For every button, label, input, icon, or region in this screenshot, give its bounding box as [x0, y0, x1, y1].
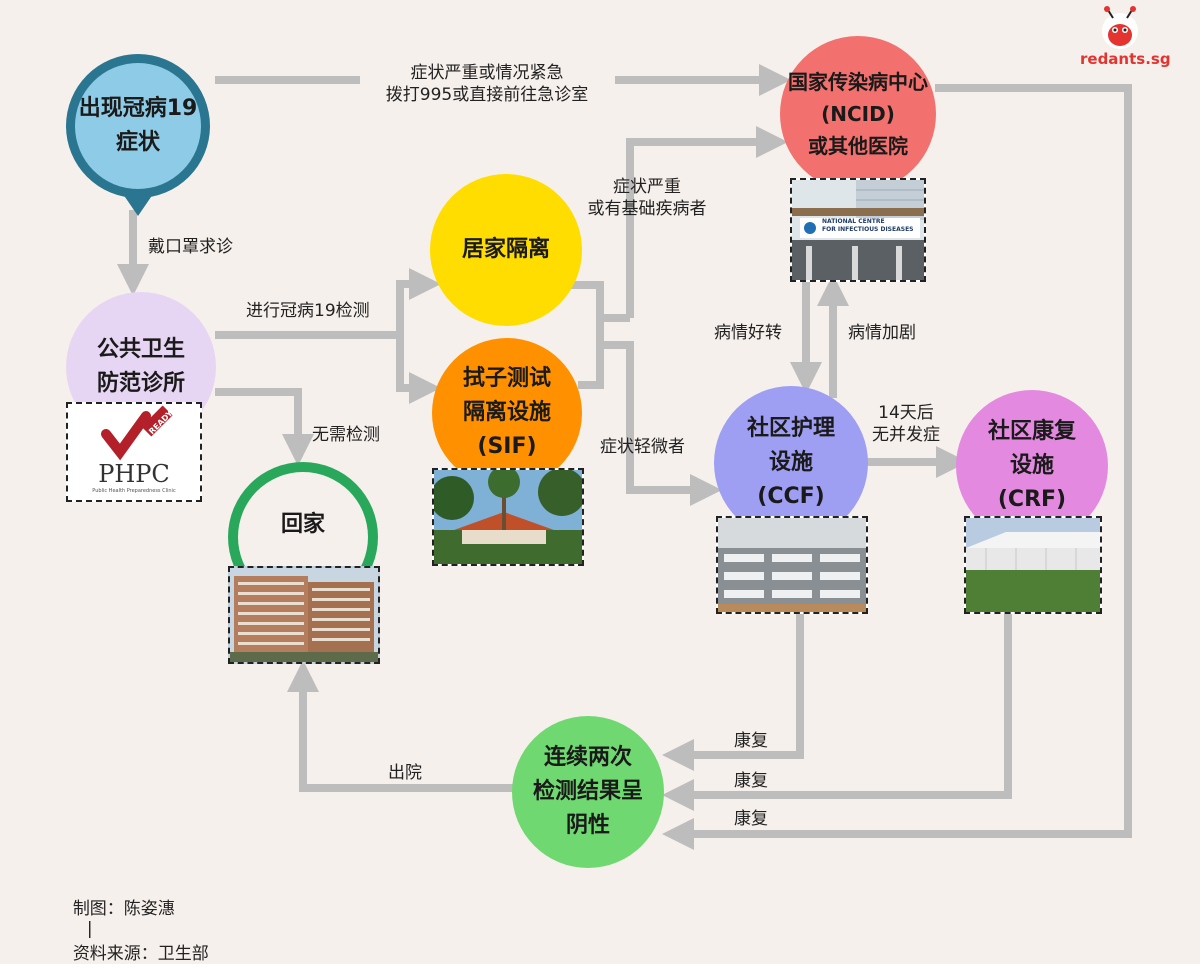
arrow-hq-merge — [570, 281, 630, 322]
arrow-to-home-quarantine — [396, 268, 441, 335]
symptoms-line2: 症状 — [115, 130, 160, 155]
label-after14: 14天后 无并发症 — [862, 402, 950, 446]
clinic-line1: 公共卫生 — [96, 337, 185, 362]
negative-line3: 阴性 — [565, 813, 610, 838]
crf-line2: 设施 — [1009, 453, 1054, 478]
symptoms-node: 出现冠病19 症状 — [68, 56, 208, 196]
hall-illustration — [718, 518, 866, 612]
arrow-to-ncid — [626, 126, 788, 318]
arrow-to-sif — [396, 335, 441, 404]
label-emergency-line1: 症状严重或情况紧急 — [410, 63, 564, 83]
crf-photo — [964, 516, 1102, 614]
footer-separator: | — [86, 919, 93, 939]
sif-line2: 隔离设施 — [462, 400, 551, 425]
arrow-no-test — [215, 388, 314, 466]
sif-line1: 拭子测试 — [462, 366, 551, 391]
footer-credits: 制图：陈姿潓 | 资料来源：卫生部 — [62, 874, 209, 964]
flow-arrows — [117, 64, 1132, 850]
label-discharged: 出院 — [388, 763, 422, 783]
arrow-sif-merge — [578, 318, 604, 389]
label-severe: 症状严重 或有基础疾病者 — [576, 176, 718, 220]
sif-line3: (SIF) — [477, 434, 537, 459]
ccf-line1: 社区护理 — [746, 416, 835, 441]
label-mask: 戴口罩求诊 — [148, 237, 233, 257]
arrow-recovered-crf — [662, 614, 1012, 811]
redants-logo: redants.sg — [1080, 6, 1171, 72]
label-improving: 病情好转 — [714, 323, 782, 343]
label-worsening: 病情加剧 — [848, 323, 916, 343]
arrow-discharged — [287, 660, 515, 792]
label-emergency-line2: 拨打995或直接前往急诊室 — [385, 85, 589, 105]
sif-node: 拭子测试 隔离设施 (SIF) — [432, 338, 582, 488]
negative-line2: 检测结果呈 — [532, 779, 643, 804]
label-recovered-ccf: 康复 — [734, 731, 768, 751]
footer-chart-by: 制图：陈姿潓 — [72, 899, 175, 919]
negative-results-node: 连续两次 检测结果呈 阴性 — [512, 716, 664, 868]
resort-illustration — [434, 470, 582, 564]
label-severe-line1: 症状严重 — [613, 177, 681, 197]
label-test: 进行冠病19检测 — [246, 301, 370, 321]
ccf-node: 社区护理 设施 (CCF) — [714, 386, 868, 540]
clinic-line2: 防范诊所 — [96, 371, 185, 396]
label-severe-line2: 或有基础疾病者 — [587, 199, 707, 219]
label-recovered-crf: 康复 — [734, 771, 768, 791]
phpc-logo: READY PHPC Public Health Preparedness Cl… — [66, 402, 202, 502]
ncid-photo: NATIONAL CENTRE FOR INFECTIOUS DISEASES — [790, 178, 926, 282]
apartment-illustration — [230, 568, 378, 662]
ncid-line2: (NCID) — [821, 102, 895, 126]
sif-photo — [432, 468, 584, 566]
ncid-line1: 国家传染病中心 — [788, 70, 928, 94]
phpc-main-text: PHPC — [98, 460, 170, 488]
arrow-recovered-ccf — [662, 614, 804, 771]
ccf-line2: 设施 — [768, 450, 813, 475]
label-after14-line1: 14天后 — [878, 403, 934, 423]
ncid-line3: 或其他医院 — [808, 134, 908, 158]
home-node: 回家 — [238, 490, 368, 560]
home-label: 回家 — [280, 512, 325, 537]
ncid-sign-line1: NATIONAL CENTRE — [822, 218, 885, 225]
checkmark-icon — [101, 405, 173, 461]
phpc-sub-text: Public Health Preparedness Clinic — [92, 488, 176, 494]
teardrop-shape — [66, 54, 210, 216]
label-mild: 症状轻微者 — [600, 437, 685, 457]
ccf-photo — [716, 516, 868, 614]
crf-line3: (CRF) — [997, 487, 1067, 512]
home-quarantine-node: 居家隔离 — [430, 174, 582, 326]
negative-line1: 连续两次 — [543, 745, 632, 770]
tent-illustration — [966, 518, 1100, 612]
label-no-test: 无需检测 — [312, 425, 380, 445]
ccf-line3: (CCF) — [757, 484, 825, 509]
symptoms-marker: 出现冠病19 症状 — [62, 50, 214, 218]
crf-line1: 社区康复 — [987, 419, 1076, 444]
label-recovered-ncid: 康复 — [734, 809, 768, 829]
home-quarantine-label: 居家隔离 — [461, 237, 550, 262]
ncid-node: 国家传染病中心 (NCID) 或其他医院 — [780, 36, 936, 192]
label-after14-line2: 无并发症 — [872, 425, 940, 445]
ant-icon — [1102, 6, 1138, 49]
hospital-illustration — [792, 180, 924, 280]
ncid-sign-line2: FOR INFECTIOUS DISEASES — [822, 226, 914, 233]
symptoms-line1: 出现冠病19 — [78, 96, 198, 121]
footer-source: 资料来源：卫生部 — [72, 944, 209, 964]
arrow-recovered-ncid — [662, 84, 1132, 850]
label-emergency: 症状严重或情况紧急 拨打995或直接前往急诊室 — [360, 62, 614, 106]
arrow-mild — [600, 341, 722, 506]
home-photo — [228, 566, 380, 664]
brand-name: redants.sg — [1080, 50, 1171, 68]
